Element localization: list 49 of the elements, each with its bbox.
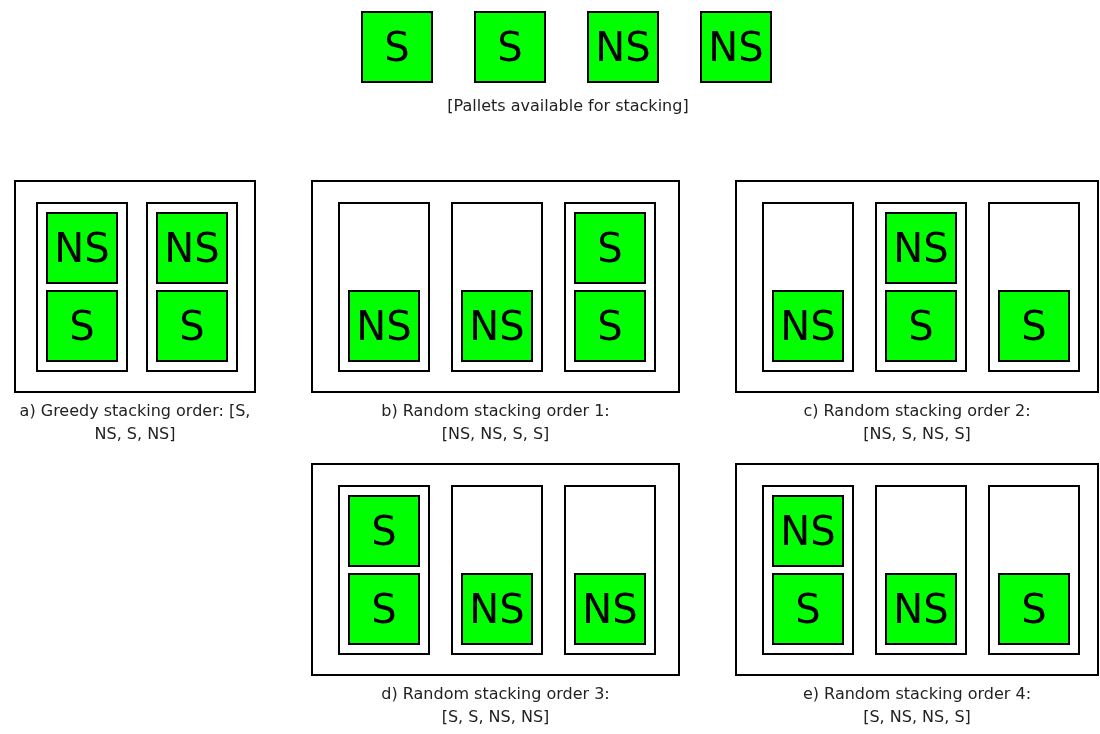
tray-frame [14, 180, 256, 393]
tray-frame [735, 463, 1099, 676]
pallet: NS [156, 212, 228, 284]
pallet: S [348, 495, 420, 567]
tray-frame [311, 463, 680, 676]
panel-caption: a) Greedy stacking order: [S, NS, S, NS] [18, 400, 252, 445]
stack-slot [338, 485, 430, 655]
stack-slot [762, 485, 854, 655]
stack-slot [875, 202, 967, 372]
pallet: S [574, 290, 646, 362]
stack-slot [36, 202, 128, 372]
tray-frame [311, 180, 680, 393]
pallet: S [348, 573, 420, 645]
pallet: NS [885, 212, 957, 284]
stack-slot [451, 202, 543, 372]
pallet: S [885, 290, 957, 362]
pallet: S [998, 573, 1070, 645]
pallet: S [998, 290, 1070, 362]
panel-caption: b) Random stacking order 1: [NS, NS, S, S] [380, 400, 611, 445]
pallet: S [156, 290, 228, 362]
pallet: NS [461, 290, 533, 362]
panel-caption: e) Random stacking order 4: [S, NS, NS, S] [801, 683, 1033, 728]
pallet: NS [587, 11, 659, 83]
pallet: S [574, 212, 646, 284]
stack-slot [451, 485, 543, 655]
stack-slot [338, 202, 430, 372]
pallet: NS [772, 290, 844, 362]
stack-slot [564, 485, 656, 655]
pallet: NS [700, 11, 772, 83]
pallet: NS [574, 573, 646, 645]
pallet: NS [772, 495, 844, 567]
pallet: NS [46, 212, 118, 284]
pallet: NS [348, 290, 420, 362]
pallet: S [46, 290, 118, 362]
stack-slot [762, 202, 854, 372]
stack-slot [146, 202, 238, 372]
pallet: NS [885, 573, 957, 645]
pallet: S [361, 11, 433, 83]
pallet: S [474, 11, 546, 83]
stack-slot [988, 202, 1080, 372]
panel-caption: c) Random stacking order 2: [NS, S, NS, S] [802, 400, 1032, 445]
panel-caption: d) Random stacking order 3: [S, S, NS, NS] [380, 683, 611, 728]
pallet: NS [461, 573, 533, 645]
tray-frame [735, 180, 1099, 393]
stack-slot [564, 202, 656, 372]
stack-slot [875, 485, 967, 655]
pallet: S [772, 573, 844, 645]
stack-slot [988, 485, 1080, 655]
group-caption: [Pallets available for stacking] [446, 95, 690, 117]
